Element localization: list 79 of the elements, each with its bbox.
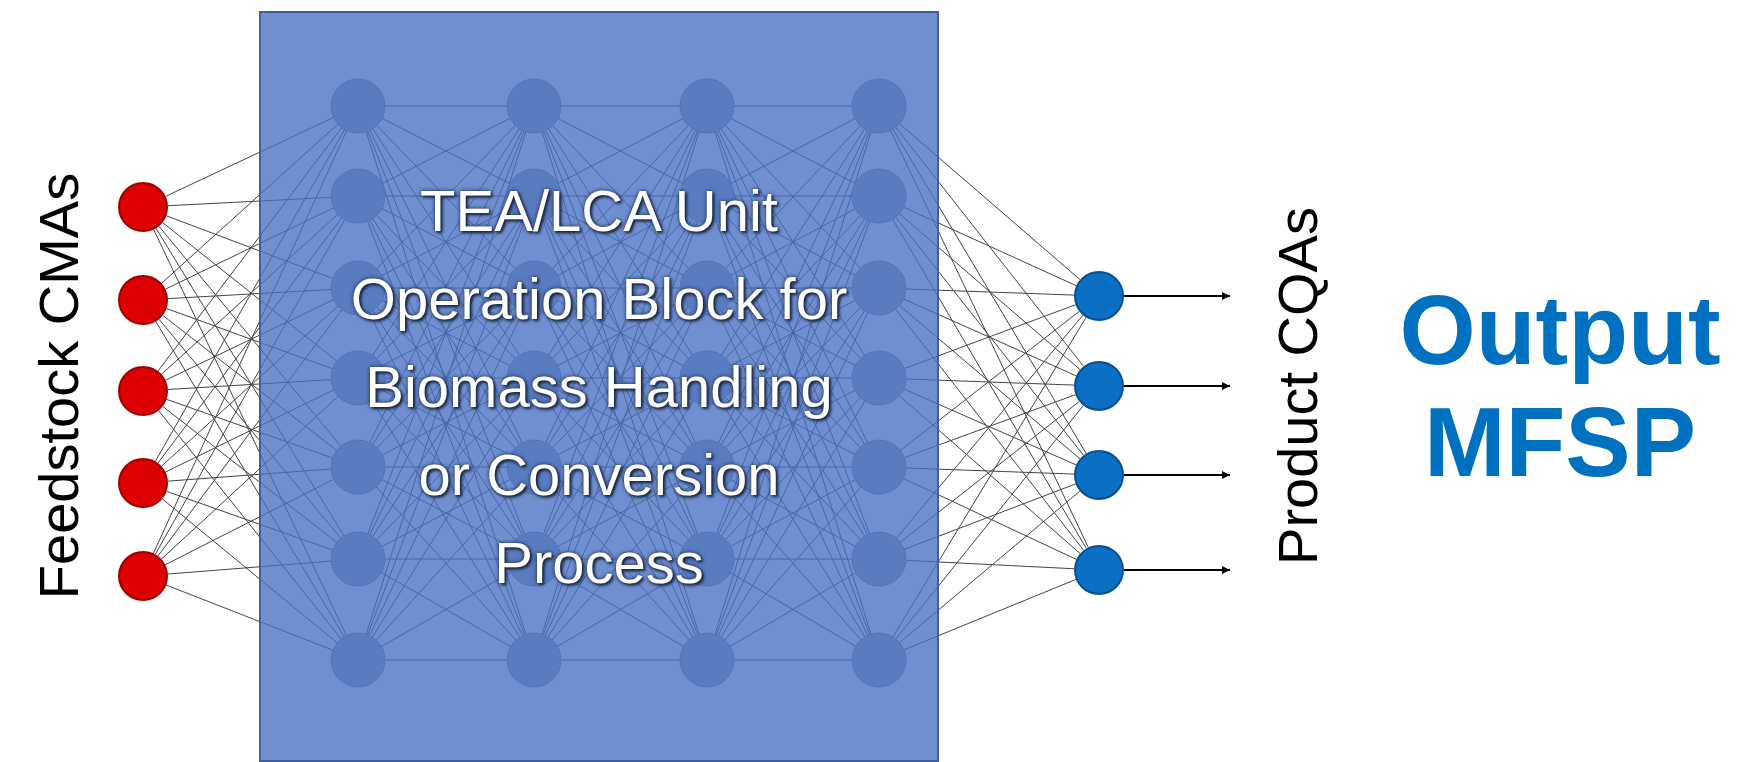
block-label: TEA/LCA Unit Operation Block for Biomass Handling or Conversion Process bbox=[349, 176, 849, 597]
connection-line bbox=[161, 285, 260, 375]
connection-line bbox=[161, 377, 260, 467]
connection-line bbox=[938, 394, 1077, 446]
connection-line bbox=[167, 200, 260, 207]
connection-line bbox=[165, 152, 260, 197]
output-arrow bbox=[1123, 471, 1231, 479]
connection-line bbox=[938, 483, 1077, 537]
connection-line bbox=[160, 468, 260, 560]
connection-line bbox=[938, 403, 1077, 466]
connection-line bbox=[938, 310, 1080, 421]
connection-line bbox=[938, 314, 1084, 488]
connection-line bbox=[938, 304, 1077, 357]
connection-line bbox=[166, 490, 260, 525]
connection-line bbox=[162, 222, 260, 300]
connection-line bbox=[938, 400, 1080, 513]
connection-line bbox=[938, 578, 1077, 636]
connection-line bbox=[938, 222, 1077, 287]
process-block bbox=[259, 11, 939, 762]
output-arrow bbox=[1123, 566, 1231, 574]
connection-line bbox=[155, 320, 260, 495]
connection-line bbox=[152, 321, 260, 554]
input-node bbox=[118, 275, 168, 325]
connection-line bbox=[938, 247, 1081, 371]
connection-line bbox=[162, 314, 260, 391]
axis-label: Product CQAs bbox=[1264, 207, 1330, 565]
connection-line bbox=[161, 498, 260, 579]
input-node bbox=[118, 458, 168, 508]
connection-line bbox=[938, 364, 1085, 551]
connection-line bbox=[167, 473, 260, 482]
output-node bbox=[1074, 361, 1124, 411]
connection-line bbox=[938, 314, 1077, 377]
connection-line bbox=[167, 566, 260, 575]
connection-line bbox=[938, 232, 1089, 548]
connection-line bbox=[166, 308, 260, 343]
connection-line bbox=[158, 410, 260, 537]
connection-line bbox=[157, 420, 260, 557]
output-arrow bbox=[1123, 292, 1231, 300]
connection-line bbox=[167, 383, 260, 390]
axis-label: Feedstock CMAs bbox=[25, 172, 91, 600]
output-arrow bbox=[1123, 382, 1231, 390]
connection-line bbox=[938, 494, 1077, 560]
connection-line bbox=[155, 227, 260, 398]
connection-line bbox=[938, 405, 1084, 586]
connection-line bbox=[165, 215, 260, 252]
connection-line bbox=[157, 236, 260, 372]
connection-line bbox=[158, 225, 260, 348]
output-node bbox=[1074, 271, 1124, 321]
connection-line bbox=[164, 425, 260, 473]
connection-line bbox=[938, 206, 1087, 455]
connection-line bbox=[166, 398, 260, 433]
connection-line bbox=[938, 271, 1084, 456]
connection-line bbox=[938, 561, 1075, 570]
connection-line bbox=[938, 468, 1075, 475]
connection-line bbox=[165, 243, 260, 290]
connection-line bbox=[938, 289, 1075, 296]
connection-line bbox=[161, 194, 260, 284]
connection-line bbox=[154, 370, 260, 555]
connection-line bbox=[938, 157, 1081, 281]
input-node bbox=[118, 551, 168, 601]
connection-line bbox=[162, 405, 260, 483]
input-node bbox=[118, 182, 168, 232]
connection-line bbox=[157, 327, 260, 464]
connection-line bbox=[167, 293, 260, 300]
connection-line bbox=[165, 584, 260, 622]
connection-line bbox=[938, 490, 1081, 611]
connection-line bbox=[938, 338, 1081, 460]
connection-line bbox=[165, 334, 260, 381]
output-label: Output MFSP bbox=[1398, 274, 1722, 498]
connection-line bbox=[938, 379, 1075, 386]
connection-line bbox=[164, 516, 260, 566]
connection-line bbox=[938, 429, 1081, 555]
input-node bbox=[118, 366, 168, 416]
connection-line bbox=[153, 229, 260, 452]
output-node bbox=[1074, 545, 1124, 595]
connection-line bbox=[154, 279, 260, 462]
connection-line bbox=[158, 318, 260, 441]
connection-line bbox=[938, 181, 1085, 367]
output-node bbox=[1074, 450, 1124, 500]
